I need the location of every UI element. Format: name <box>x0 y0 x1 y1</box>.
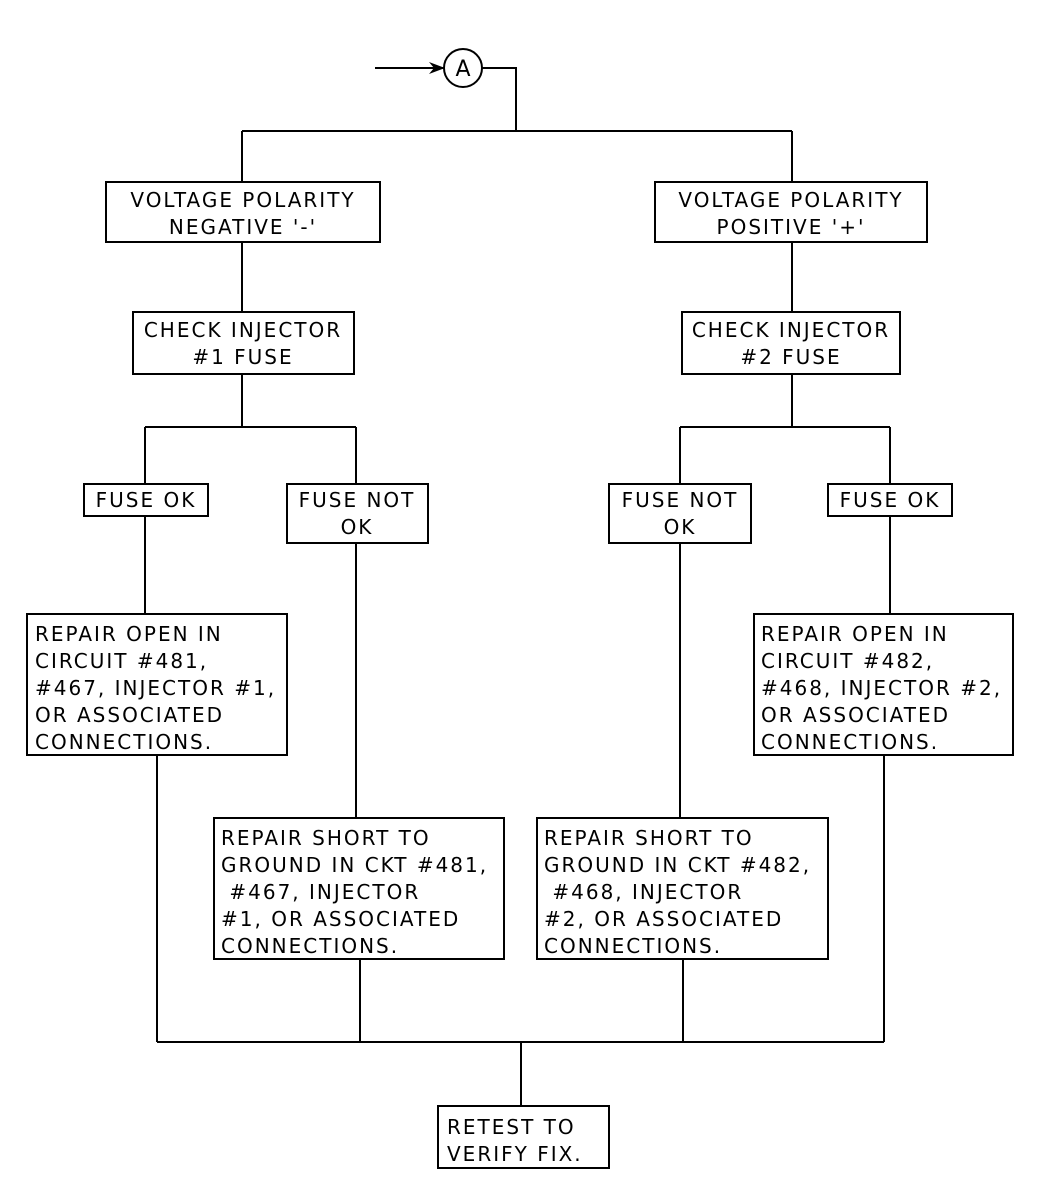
node-text-line: OK <box>341 515 374 539</box>
node-fuse-not-ok-1: FUSE NOT OK <box>286 483 429 544</box>
node-retest: RETEST TO VERIFY FIX. <box>437 1105 610 1169</box>
node-box <box>681 311 901 375</box>
node-text-line: CONNECTIONS. <box>761 730 939 754</box>
node-box <box>437 1105 610 1169</box>
node-fuse-not-ok-2: FUSE NOT OK <box>608 483 752 544</box>
node-text: FUSE NOT OK <box>622 488 739 539</box>
node-text-line: #2 FUSE <box>740 345 841 369</box>
node-text-line: REPAIR OPEN IN <box>761 622 949 646</box>
node-text: VOLTAGE POLARITY NEGATIVE '-' <box>130 188 355 239</box>
node-text: CHECK INJECTOR #2 FUSE <box>692 318 890 369</box>
connector-circle <box>443 48 483 88</box>
node-polarity-negative: VOLTAGE POLARITY NEGATIVE '-' <box>105 181 381 243</box>
node-text-line: OR ASSOCIATED <box>761 703 950 727</box>
node-box <box>132 311 355 375</box>
node-text-line: CHECK INJECTOR <box>692 318 890 342</box>
node-fuse-ok-2: FUSE OK <box>827 483 953 517</box>
node-text-line: CONNECTIONS. <box>221 934 399 958</box>
connector-label: A <box>455 57 470 82</box>
node-text-line: #1 FUSE <box>192 345 293 369</box>
node-text-line: CONNECTIONS. <box>544 934 722 958</box>
node-text-line: VOLTAGE POLARITY <box>130 188 355 212</box>
node-text-line: VERIFY FIX. <box>447 1142 583 1166</box>
node-repair-open-1: REPAIR OPEN IN CIRCUIT #481, #467, INJECTO… <box>26 613 288 756</box>
node-text-line: CIRCUIT #482, <box>761 649 934 673</box>
node-text: FUSE NOT OK <box>299 488 416 539</box>
node-repair-short-1: REPAIR SHORT TO GROUND IN CKT #481, #467,… <box>213 817 505 960</box>
node-text-line: REPAIR OPEN IN <box>35 622 223 646</box>
node-text: FUSE OK <box>840 488 941 512</box>
node-fuse-ok-1: FUSE OK <box>83 483 209 517</box>
node-text: REPAIR OPEN IN CIRCUIT #481, #467, INJECTO… <box>35 622 276 754</box>
node-text-line: #468, INJECTOR <box>544 880 743 904</box>
node-text-line: #467, INJECTOR <box>221 880 420 904</box>
node-text: CHECK INJECTOR #1 FUSE <box>144 318 342 369</box>
node-text-line: #2, OR ASSOCIATED <box>544 907 783 931</box>
node-text: REPAIR SHORT TO GROUND IN CKT #482, #468,… <box>544 826 811 958</box>
node-text-line: OK <box>664 515 697 539</box>
node-text: FUSE OK <box>96 488 197 512</box>
node-text: RETEST TO VERIFY FIX. <box>447 1115 583 1166</box>
node-text-line: GROUND IN CKT #481, <box>221 853 488 877</box>
node-text-line: GROUND IN CKT #482, <box>544 853 811 877</box>
node-text-line: CONNECTIONS. <box>35 730 213 754</box>
node-text-line: FUSE OK <box>96 488 197 512</box>
node-box <box>827 483 953 517</box>
node-text-line: #468, INJECTOR #2, <box>761 676 1002 700</box>
node-text-line: CIRCUIT #481, <box>35 649 208 673</box>
node-text-line: VOLTAGE POLARITY <box>678 188 903 212</box>
node-text-line: RETEST TO <box>447 1115 576 1139</box>
node-text-line: NEGATIVE '-' <box>169 215 317 239</box>
node-box <box>286 483 429 544</box>
node-text-line: REPAIR SHORT TO <box>544 826 754 850</box>
node-text: REPAIR SHORT TO GROUND IN CKT #481, #467,… <box>221 826 488 958</box>
node-repair-short-2: REPAIR SHORT TO GROUND IN CKT #482, #468,… <box>536 817 829 960</box>
node-box <box>105 181 381 243</box>
node-text-line: FUSE OK <box>840 488 941 512</box>
node-text-line: #467, INJECTOR #1, <box>35 676 276 700</box>
node-polarity-positive: VOLTAGE POLARITY POSITIVE '+' <box>654 181 928 243</box>
node-box <box>83 483 209 517</box>
node-text-line: FUSE NOT <box>622 488 739 512</box>
node-text-line: FUSE NOT <box>299 488 416 512</box>
node-text-line: OR ASSOCIATED <box>35 703 224 727</box>
node-box <box>536 817 829 960</box>
flow-lines <box>144 62 891 1106</box>
node-check-fuse-2: CHECK INJECTOR #2 FUSE <box>681 311 901 375</box>
node-box <box>753 613 1014 756</box>
node-box <box>213 817 505 960</box>
node-box <box>26 613 288 756</box>
node-box <box>608 483 752 544</box>
node-text: REPAIR OPEN IN CIRCUIT #482, #468, INJECTO… <box>761 622 1002 754</box>
node-repair-open-2: REPAIR OPEN IN CIRCUIT #482, #468, INJECTO… <box>753 613 1014 756</box>
node-text-line: CHECK INJECTOR <box>144 318 342 342</box>
node-text-line: REPAIR SHORT TO <box>221 826 431 850</box>
node-text: VOLTAGE POLARITY POSITIVE '+' <box>678 188 903 239</box>
node-check-fuse-1: CHECK INJECTOR #1 FUSE <box>132 311 355 375</box>
node-box <box>654 181 928 243</box>
node-text-line: POSITIVE '+' <box>717 215 866 239</box>
node-text-line: #1, OR ASSOCIATED <box>221 907 460 931</box>
connector-a-to-split-line <box>482 67 517 131</box>
connector-a: A <box>443 48 483 88</box>
